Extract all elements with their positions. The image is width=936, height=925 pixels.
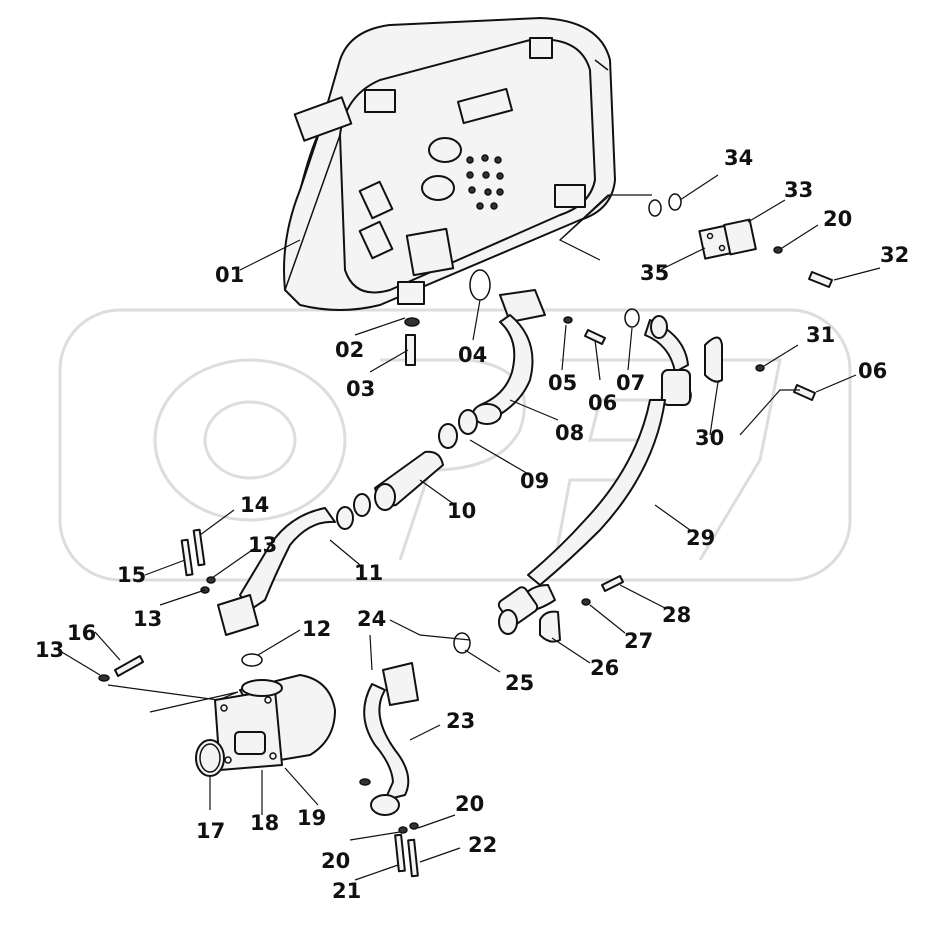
pipe-part-23 [363,662,419,816]
bolt-part-06-upper [584,329,606,345]
hose-part-29 [497,315,692,635]
label-10: 10 [447,499,476,523]
washer-part-02 [404,317,420,327]
label-22: 22 [468,833,497,857]
bolts-part-21-22 [394,822,419,878]
bolt-part-16 [98,655,144,682]
label-14: 14 [240,493,269,517]
label-13-middle: 13 [133,607,162,631]
label-13-lower: 13 [35,638,64,662]
o-ring-part-07 [624,308,640,328]
label-28: 28 [662,603,691,627]
leader-lines [54,174,881,881]
label-17: 17 [196,819,225,843]
label-35: 35 [640,261,669,285]
label-16: 16 [67,621,96,645]
o-ring-part-25 [453,632,471,654]
label-20-top: 20 [823,207,852,231]
bolts-part-14-15 [180,528,216,594]
label-06-upper: 06 [588,391,617,415]
label-18: 18 [250,811,279,835]
mounting-hole-grid [466,154,504,210]
label-06-lower: 06 [858,359,887,383]
label-26: 26 [590,656,619,680]
label-30: 30 [695,426,724,450]
callout-labels: 01 02 03 04 05 06 07 08 09 10 11 12 13 1… [35,146,909,903]
label-01: 01 [215,263,244,287]
label-12: 12 [302,617,331,641]
label-19: 19 [297,806,326,830]
clamp-part-30 [704,336,816,401]
label-07: 07 [616,371,645,395]
label-34: 34 [724,146,753,170]
label-24: 24 [357,607,386,631]
label-11: 11 [354,561,383,585]
o-rings-part-34 [648,193,682,217]
o-ring-part-04 [469,269,491,301]
label-25: 25 [505,671,534,695]
clamp-part-26 [539,575,624,643]
flange-part-33 [723,218,757,256]
label-02: 02 [335,338,364,362]
label-13-upper: 13 [248,533,277,557]
clamps-near-part-11 [336,493,371,530]
label-33: 33 [784,178,813,202]
label-09: 09 [520,469,549,493]
label-27: 27 [624,629,653,653]
label-23: 23 [446,709,475,733]
o-ring-part-17 [195,739,225,777]
label-20-bottom-right: 20 [455,792,484,816]
label-20-bottom-left: 20 [321,849,350,873]
label-29: 29 [686,526,715,550]
label-05: 05 [548,371,577,395]
label-03: 03 [346,377,375,401]
label-08: 08 [555,421,584,445]
label-15: 15 [117,563,146,587]
pump-part-18 [214,674,336,771]
label-04: 04 [458,343,487,367]
washer-part-05 [563,316,573,324]
label-21: 21 [332,879,361,903]
label-31: 31 [806,323,835,347]
tank-part-01 [283,17,616,311]
washer-part-20-top [773,246,783,254]
pipe-part-11 [217,507,336,636]
pipe-part-08 [472,289,546,425]
bolt-part-32 [808,271,833,288]
clamps-part-09 [438,409,478,449]
label-32: 32 [880,243,909,267]
bolt-part-03 [405,334,416,366]
washer-part-19 [359,778,371,786]
o-ring-part-12 [241,653,263,667]
hose-part-10 [374,450,444,511]
